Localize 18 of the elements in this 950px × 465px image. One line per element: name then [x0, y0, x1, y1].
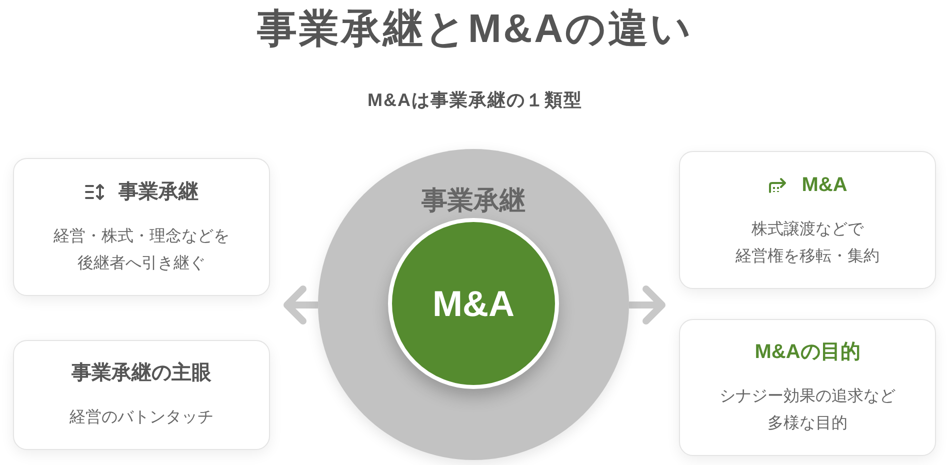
- info-card: [13, 340, 270, 450]
- card-text: 経営のバトンタッチ: [68, 408, 214, 428]
- circle-label: 事業承継: [420, 184, 526, 217]
- subtitle: M&Aは事業承継の１類型: [366, 89, 584, 112]
- info-card: [679, 151, 936, 289]
- arrow: [284, 286, 318, 324]
- card-heading: 事業承継の主眼: [72, 360, 212, 386]
- card-text: 株式譲渡などで経営権を移転・集約: [734, 220, 880, 266]
- card-heading: M&A: [802, 172, 848, 198]
- info-card: [13, 158, 270, 296]
- arrow: [629, 286, 666, 324]
- info-card: [679, 319, 936, 456]
- inner-circle: M&A: [388, 218, 559, 389]
- card-text: 経営・株式・理念などを後継者へ引き継ぐ: [52, 226, 230, 274]
- card-text: シナジー効果の追求など多様な目的: [718, 386, 896, 434]
- title: 事業承継とM&Aの違い: [256, 6, 694, 53]
- card-heading: M&Aの目的: [754, 340, 860, 365]
- card-heading: 事業承継: [118, 180, 198, 204]
